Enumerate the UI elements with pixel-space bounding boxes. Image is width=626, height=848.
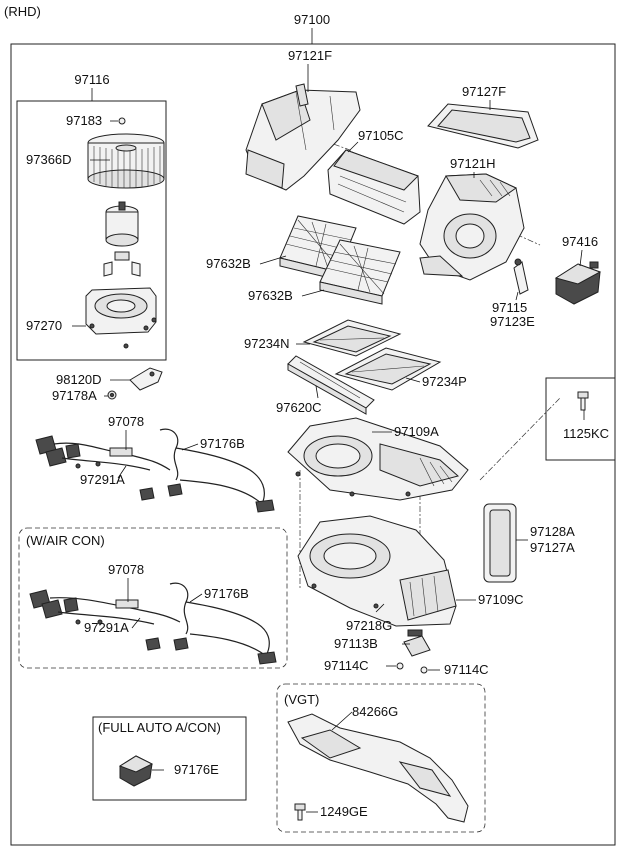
- harness-top-part: [35, 428, 275, 513]
- resistor-part: [403, 629, 431, 657]
- screw-97183-part: [118, 117, 126, 125]
- label-wire-top: 97176B: [200, 436, 245, 451]
- upper-case-left-part: [245, 83, 361, 191]
- bracket-part: [129, 367, 163, 391]
- filter-2-part: [319, 239, 401, 305]
- seal-top-part: [427, 103, 539, 149]
- label-fan: 97366D: [26, 152, 72, 167]
- case-right-part: [419, 173, 525, 281]
- bolt-1125-frame: [545, 377, 616, 461]
- label-full-auto-group: (FULL AUTO A/CON): [98, 720, 221, 735]
- label-97183: 97183: [66, 113, 102, 128]
- label-filter-1: 97632B: [206, 256, 251, 271]
- blower-case-part: [85, 287, 157, 349]
- label-screw-b: 97114C: [444, 662, 489, 677]
- screw-b-part: [420, 666, 428, 674]
- label-bolt-1125: 1125KC: [563, 426, 609, 441]
- label-seal-b: 97127A: [530, 540, 575, 555]
- label-harness-clip-top: 97291A: [80, 472, 125, 487]
- label-upper-case: 97109A: [394, 424, 439, 439]
- label-air-con-harness: 97078: [108, 562, 144, 577]
- label-actuator: 97416: [562, 234, 598, 249]
- label-bolt-1249: 1249GE: [320, 804, 368, 819]
- actuator-part: [554, 261, 602, 305]
- label-harness-top: 97078: [108, 414, 144, 429]
- upper-case-part: [287, 417, 469, 501]
- motor-clip-part: [103, 251, 141, 277]
- label-upper-case-left: 97121F: [288, 48, 332, 63]
- lever-part: [513, 258, 529, 295]
- label-lever: 97115: [492, 300, 527, 315]
- label-cover-n: 97234N: [244, 336, 290, 351]
- label-lower-case: 97109C: [478, 592, 524, 607]
- label-lever-2: 97123E: [490, 314, 535, 329]
- label-vgt-group: (VGT): [284, 692, 319, 707]
- label-assembly: 97100: [294, 12, 330, 27]
- label-seal-top: 97127F: [462, 84, 506, 99]
- label-nut: 97178A: [52, 388, 97, 403]
- fan-wheel-part: [87, 133, 165, 189]
- filter-cover-part: [287, 355, 375, 415]
- door-part: [327, 149, 421, 225]
- label-air-con-wire: 97176B: [204, 586, 249, 601]
- label-seal-a: 97128A: [530, 524, 575, 539]
- label-air-con-group: (W/AIR CON): [26, 533, 105, 548]
- bolt-1125-part: [577, 391, 589, 411]
- label-cover-p: 97234P: [422, 374, 467, 389]
- cover-n-part: [302, 319, 402, 357]
- label-air-con-clip: 97291A: [84, 620, 129, 635]
- label-screw-a: 97114C: [324, 658, 369, 673]
- vgt-group-frame: [276, 683, 486, 833]
- lower-case-part: [297, 515, 457, 627]
- label-case-right: 97121H: [450, 156, 496, 171]
- variant-label: (RHD): [4, 4, 41, 19]
- label-resistor: 97113B: [334, 636, 378, 651]
- nut-part: [107, 390, 117, 400]
- label-bracket: 98120D: [56, 372, 102, 387]
- label-auto-part: 97176E: [174, 762, 219, 777]
- label-duct: 84266G: [352, 704, 398, 719]
- leader-lines: [72, 64, 585, 813]
- label-gasket: 97218G: [346, 618, 392, 633]
- air-con-harness-part: [29, 582, 277, 665]
- seal-ring-part: [483, 503, 517, 583]
- label-filter-cover: 97620C: [276, 400, 322, 415]
- label-blower-unit: 97116: [74, 72, 109, 87]
- bolt-1249-part: [294, 803, 306, 821]
- full-auto-group-frame: [92, 716, 247, 801]
- label-filter-2: 97632B: [248, 288, 293, 303]
- screw-a-part: [396, 662, 404, 670]
- cover-p-part: [334, 347, 442, 391]
- blower-unit-frame: [16, 100, 167, 361]
- motor-part: [105, 201, 139, 247]
- label-blower-case: 97270: [26, 318, 62, 333]
- auto-module-part: [118, 755, 154, 787]
- duct-part: [287, 713, 469, 823]
- label-door: 97105C: [358, 128, 404, 143]
